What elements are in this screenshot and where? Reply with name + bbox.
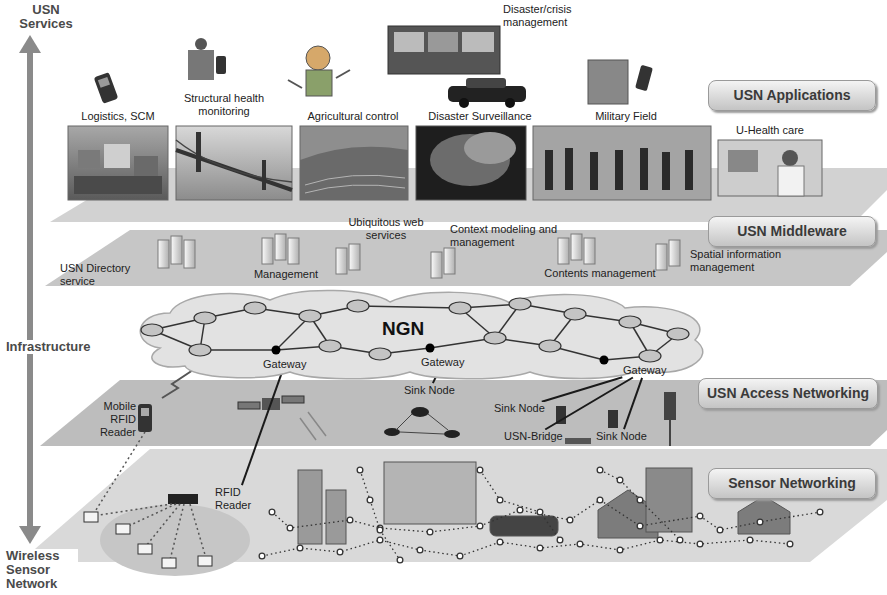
device-label: Sink Node (595, 430, 648, 443)
layer-title-box: USN Access Networking (698, 378, 878, 409)
layer-item-label: U-Health care (718, 124, 822, 137)
device-node: Sink Node (403, 384, 456, 397)
network-name: NGN (380, 318, 426, 340)
layer-title: Sensor Networking (717, 475, 867, 492)
network-link (542, 377, 623, 401)
layer-item-label: Management (246, 268, 326, 281)
layer-title-box: USN Applications (708, 80, 876, 111)
layer-title: USN Applications (717, 87, 867, 104)
layer-item-label: Mobile RFID Reader (84, 400, 136, 439)
access-devices (138, 368, 676, 446)
layer-item-label: Logistics, SCM (66, 110, 170, 123)
network-link (624, 378, 642, 429)
device-node: RFID Reader (214, 486, 260, 512)
axis-label: Infrastructure (4, 340, 93, 354)
axis-label: USN Services (4, 3, 88, 31)
layer-item-label: USN Directory service (60, 262, 156, 288)
device-node: Gateway (262, 358, 307, 371)
sensor-field (84, 432, 820, 576)
device-label: Gateway (420, 356, 465, 369)
axis-label: Wireless Sensor Network (4, 549, 78, 591)
device-label: Sink Node (403, 384, 456, 397)
layer-item-label: Ubiquitous web services (345, 216, 427, 242)
device-label: Gateway (262, 358, 307, 371)
device-label: RFID Reader (214, 486, 260, 512)
axis-arrow (19, 35, 41, 544)
device-node: USN-Bridge (503, 430, 564, 443)
layer-planes (20, 168, 887, 562)
layer-item-label: Disaster Surveillance (420, 110, 540, 123)
device-node: Sink Node (493, 402, 546, 415)
layer-item-label: Military Field (576, 110, 676, 123)
layer-item-label: Agricultural control (294, 110, 412, 123)
device-node: Gateway (622, 364, 667, 377)
device-label: Gateway (622, 364, 667, 377)
layer-title-box: USN Middleware (708, 216, 876, 247)
device-node: Sink Node (595, 430, 648, 443)
layer-item-label: Contents management (532, 267, 668, 280)
device-label: USN-Bridge (503, 430, 564, 443)
layer-item-label: Structural health monitoring (172, 92, 276, 118)
layer-item-label: Spatial information management (690, 248, 814, 274)
layer-item-label: Disaster/crisis management (503, 3, 595, 29)
application-icons (94, 26, 653, 108)
device-node: Gateway (420, 356, 465, 369)
network-link (545, 378, 633, 430)
application-photos (68, 126, 822, 200)
layer-title-box: Sensor Networking (708, 468, 876, 499)
layer-title: USN Middleware (717, 223, 867, 240)
network-link (242, 372, 282, 485)
device-label: Sink Node (493, 402, 546, 415)
ngn-cloud-node: NGN (130, 288, 710, 376)
layer-title: USN Access Networking (707, 385, 869, 402)
layer-item-label: Context modeling and management (450, 223, 562, 249)
